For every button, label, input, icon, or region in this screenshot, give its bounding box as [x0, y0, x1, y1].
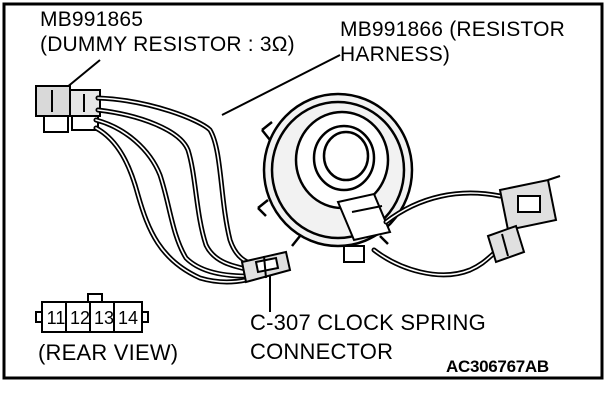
- leader-line-dummy-resistor: [65, 59, 101, 89]
- right-connector-upper: [498, 175, 561, 232]
- connector-pin-13: 13: [93, 308, 115, 328]
- resistor-harness-description: HARNESS): [340, 43, 451, 66]
- figure-code: AC306767AB: [446, 357, 549, 376]
- connector-pin-12: 12: [69, 308, 91, 328]
- leader-line-resistor-harness: [221, 54, 341, 116]
- connector-pin-11: 11: [46, 308, 66, 328]
- dummy-resistor-description: (DUMMY RESISTOR : 3Ω): [40, 33, 295, 56]
- clock-spring-tab: [336, 192, 392, 263]
- connector-pin-14: 14: [117, 308, 139, 328]
- resistor-harness-wires-inner: [95, 97, 257, 283]
- clock-spring-connector-label-line2: CONNECTOR: [250, 339, 394, 364]
- clock-spring-connector-label: C-307 CLOCK SPRING: [250, 310, 486, 335]
- clock-spring-lead-wires-inner: [373, 192, 501, 276]
- dummy-resistor: [35, 85, 101, 133]
- resistor-harness-part-number: MB991866 (RESISTOR: [340, 18, 565, 41]
- rear-view-connector: [35, 293, 149, 333]
- figure-border: [2, 2, 604, 380]
- right-connector-lower: [486, 224, 526, 264]
- clock-spring: [257, 92, 414, 248]
- rear-view-label: (REAR VIEW): [38, 340, 179, 365]
- resistor-harness-wires: [93, 95, 259, 285]
- dummy-resistor-part-number: MB991865: [40, 8, 144, 31]
- c307-connector-plug: [240, 250, 292, 284]
